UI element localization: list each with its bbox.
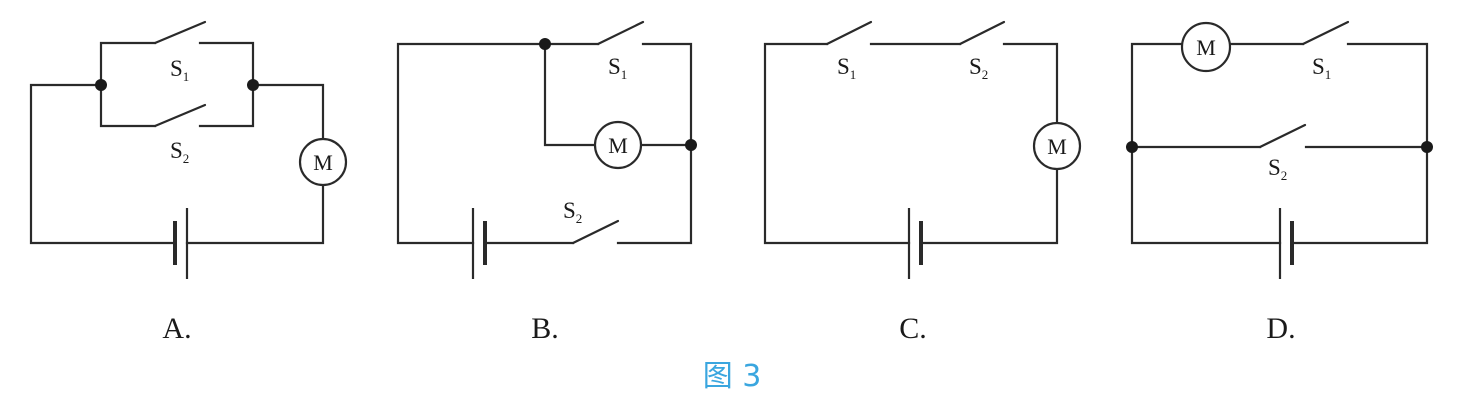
motor-label: M <box>1047 134 1067 159</box>
junction-node <box>1126 141 1138 153</box>
switch-s2-label: S2 <box>170 138 189 166</box>
switch-s1-blade <box>1301 20 1350 46</box>
battery <box>907 208 923 279</box>
circuit-c-wires <box>763 42 1059 245</box>
switch-s2-label: S2 <box>1268 155 1287 183</box>
switch-s1-label: S1 <box>1312 54 1331 82</box>
junction-node <box>1421 141 1433 153</box>
switch-s1-blade <box>153 20 207 45</box>
motor: M <box>1032 121 1082 171</box>
switch-s2-label: S2 <box>969 54 988 82</box>
switch-s2-label: S2 <box>563 198 582 226</box>
switch-s1-blade <box>596 20 645 46</box>
circuit-d-wires <box>1130 42 1429 245</box>
option-label: A. <box>162 312 191 345</box>
motor: M <box>593 120 643 170</box>
circuit-b-wires <box>396 42 693 245</box>
battery <box>1278 208 1294 279</box>
motor: M <box>298 137 348 187</box>
circuit-d: M S1 S2 D. <box>1126 20 1433 345</box>
switch-s2-blade <box>153 103 207 128</box>
circuit-a-wires <box>29 41 325 245</box>
battery <box>173 208 189 279</box>
battery <box>471 208 487 279</box>
option-label: B. <box>531 312 559 345</box>
circuit-b: M S1 S2 B. <box>396 20 697 345</box>
motor-label: M <box>313 150 333 175</box>
option-label: C. <box>899 312 927 345</box>
switch-s1-label: S1 <box>170 56 189 84</box>
motor-label: M <box>608 133 628 158</box>
motor: M <box>1180 21 1232 73</box>
switch-s1-label: S1 <box>608 54 627 82</box>
junction-node <box>247 79 259 91</box>
switch-s2-blade <box>958 20 1006 46</box>
switch-s1-label: S1 <box>837 54 856 82</box>
option-label: D. <box>1266 312 1295 345</box>
figure-caption: 图 3 <box>703 359 762 394</box>
junction-node <box>685 139 697 151</box>
circuit-a: M S1 S2 A. <box>29 20 348 345</box>
junction-node <box>539 38 551 50</box>
motor-label: M <box>1196 35 1216 60</box>
junction-node <box>95 79 107 91</box>
switch-s1-blade <box>825 20 873 46</box>
circuit-c: M S1 S2 C. <box>763 20 1082 345</box>
switch-s2-blade <box>1258 123 1307 149</box>
switch-s2-blade <box>571 219 620 245</box>
